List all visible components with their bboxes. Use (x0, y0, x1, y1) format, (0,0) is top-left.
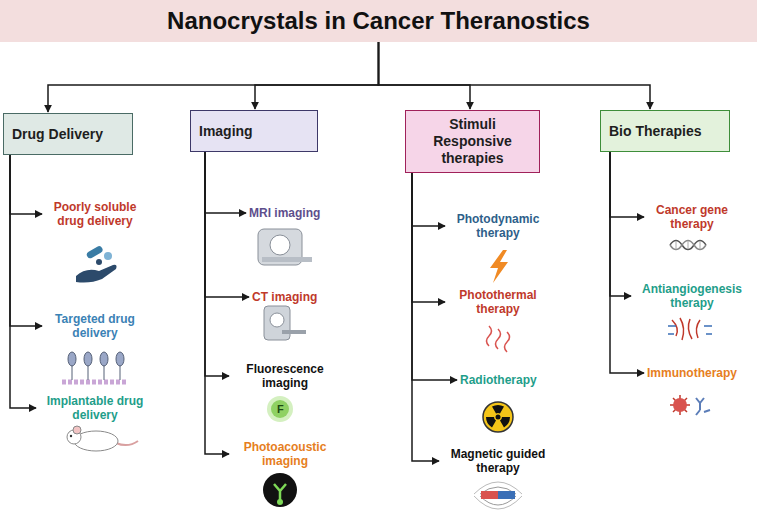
item-label: MRI imaging (249, 206, 320, 220)
title-band: Nanocrystals in Cancer Theranostics (0, 0, 757, 42)
radiation-blade (492, 405, 504, 414)
tree-connector (255, 42, 379, 109)
tree-connector (10, 155, 42, 214)
fluorescence-icon (267, 396, 293, 422)
tree-connector (610, 152, 644, 217)
tree-connector (205, 152, 229, 454)
targeting-ligand-icon (62, 352, 128, 382)
branch-item: Magnetic guided therapy (442, 447, 554, 475)
branch-item: Radiotherapy (460, 373, 537, 387)
branch-item: Antiangiogenesis therapy (634, 282, 750, 310)
mri-scanner-icon (258, 229, 312, 265)
tree-connector (412, 173, 445, 226)
tree-connector (412, 173, 445, 302)
category-label: Imaging (199, 123, 253, 140)
branch-item: Photodynamic therapy (448, 212, 548, 240)
branch-item: Poorly soluble drug delivery (45, 200, 145, 228)
item-label: Targeted drug delivery (45, 312, 145, 340)
dna-icon (670, 241, 706, 250)
item-label: Fluorescence imaging (232, 362, 338, 390)
tree-connector (412, 173, 457, 380)
tree-connector (205, 152, 249, 297)
branch-item: Implantable drug delivery (39, 394, 151, 422)
tree-connector (412, 173, 439, 461)
immune-cell-icon (670, 395, 710, 415)
tree-connector (205, 152, 246, 213)
blood-vessel-icon (668, 318, 712, 340)
tree-connector (205, 152, 229, 376)
title-text: Nanocrystals in Cancer Theranostics (167, 7, 590, 35)
branch-item: Photoacoustic imaging (232, 440, 338, 468)
item-label: Radiotherapy (460, 373, 537, 387)
item-label: Cancer gene therapy (647, 203, 737, 231)
branch-item: Fluorescence imaging (232, 362, 338, 390)
branch-item: MRI imaging (249, 206, 320, 220)
branch-item: Targeted drug delivery (45, 312, 145, 340)
tree-connector (379, 42, 471, 109)
item-label: Magnetic guided therapy (442, 447, 554, 475)
tree-connector (48, 42, 379, 112)
mouse-icon (67, 426, 138, 451)
radiation-blade (500, 417, 510, 427)
item-label: Photodynamic therapy (448, 212, 548, 240)
tree-connector (10, 155, 42, 326)
radiation-icon (483, 402, 513, 432)
photoacoustic-icon (263, 473, 297, 507)
item-label: Immunotherapy (647, 366, 737, 380)
tree-connector (379, 42, 651, 109)
branch-item: CT imaging (252, 290, 317, 304)
category-box: Stimuli Responsive therapies (405, 110, 540, 173)
category-box: Drug Delivery (3, 113, 133, 155)
category-label: Stimuli Responsive therapies (414, 116, 531, 167)
magnet-icon (474, 482, 522, 509)
category-box: Imaging (190, 110, 318, 152)
tree-connector (610, 152, 631, 296)
radiation-blade (486, 417, 496, 427)
branch-item: Cancer gene therapy (647, 203, 737, 231)
item-label: Implantable drug delivery (39, 394, 151, 422)
heat-wave-icon (487, 326, 510, 352)
icon-letter: F (277, 403, 284, 415)
item-label: Photothermal therapy (448, 288, 548, 316)
category-label: Bio Therapies (609, 123, 702, 140)
category-box: Bio Therapies (600, 110, 730, 152)
branch-item: Immunotherapy (647, 366, 737, 380)
ct-scanner-icon (264, 306, 306, 340)
tree-connector (610, 152, 644, 373)
item-label: Poorly soluble drug delivery (45, 200, 145, 228)
branch-item: Photothermal therapy (448, 288, 548, 316)
item-label: Antiangiogenesis therapy (634, 282, 750, 310)
pill-hand-icon (76, 245, 117, 283)
item-label: Photoacoustic imaging (232, 440, 338, 468)
lightning-icon (490, 250, 508, 283)
item-label: CT imaging (252, 290, 317, 304)
category-label: Drug Delivery (12, 126, 103, 143)
tree-connector (10, 155, 36, 408)
